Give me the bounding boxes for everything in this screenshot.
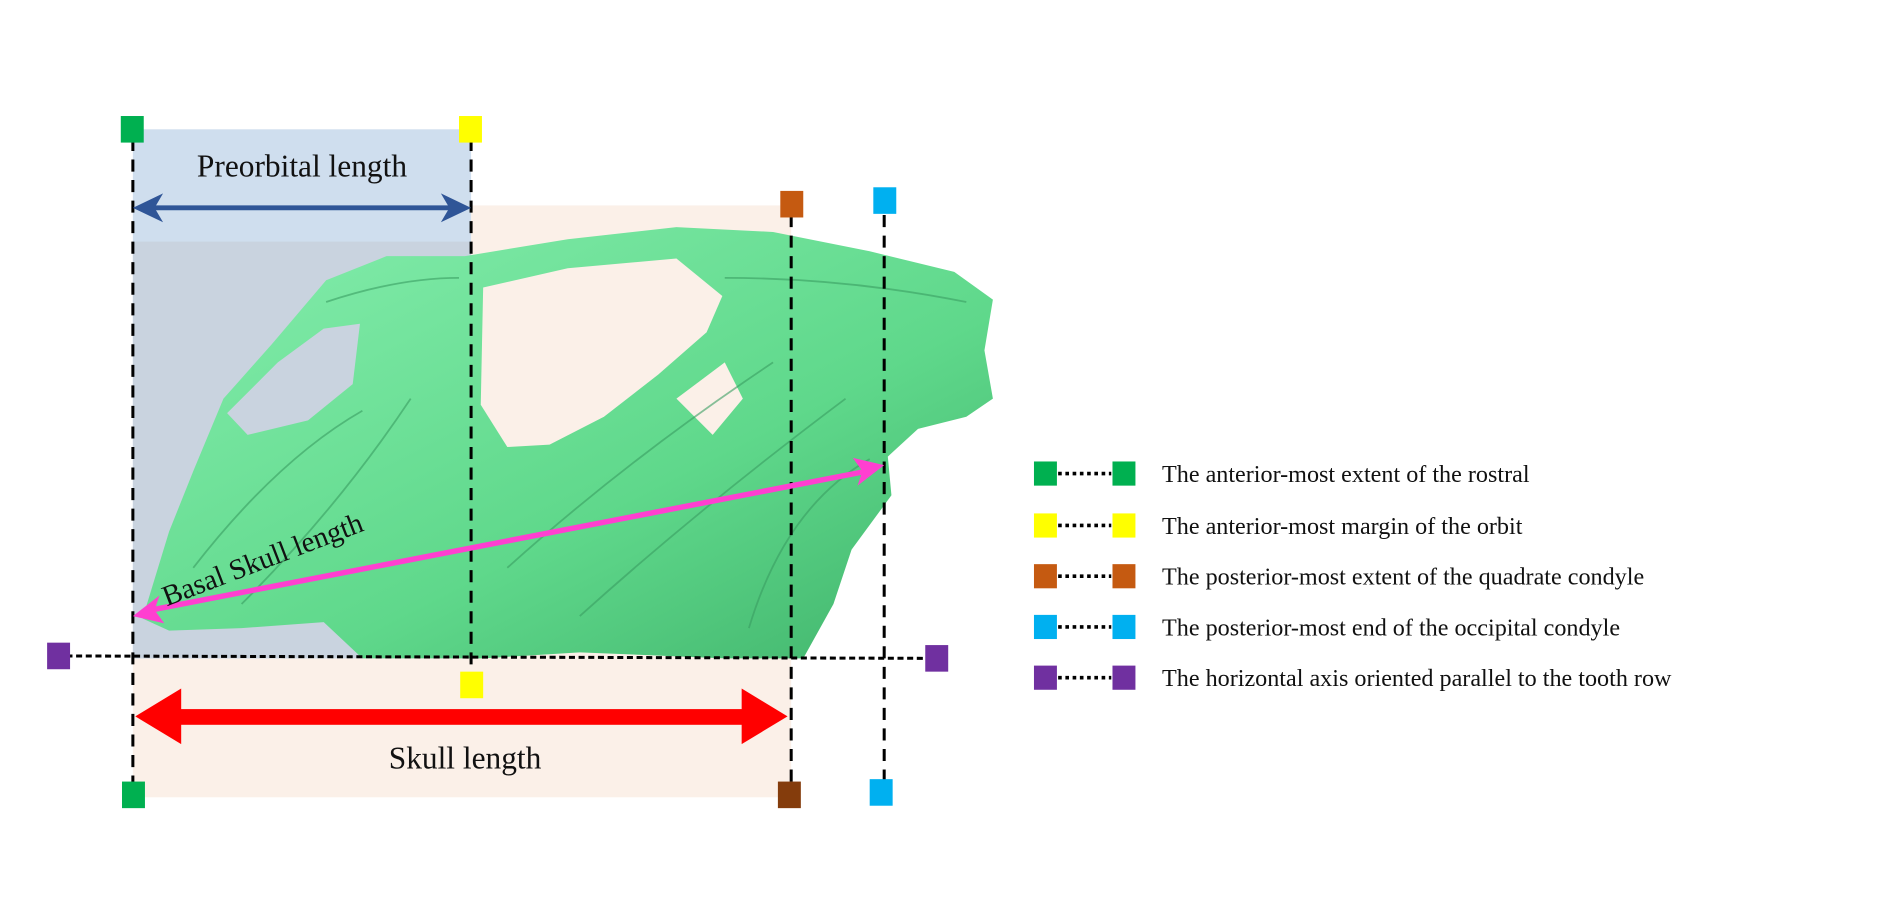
skull-3d-model [142, 227, 993, 659]
legend: The anterior-most extent of the rostralT… [1033, 461, 1672, 692]
legend-text: The posterior-most extent of the quadrat… [1162, 564, 1644, 591]
legend-marker-left [1033, 461, 1057, 486]
legend-item: The anterior-most extent of the rostral [1033, 461, 1530, 488]
legend-text: The anterior-most margin of the orbit [1162, 513, 1523, 540]
preorbital-arrow [132, 193, 472, 223]
legend-item: The posterior-most extent of the quadrat… [1033, 564, 1644, 591]
legend-marker-right [1112, 461, 1136, 486]
preorbital-length-label: Preorbital length [197, 148, 407, 183]
orbit-marker-bottom [460, 671, 484, 699]
legend-item: The posterior-most end of the occipital … [1033, 614, 1620, 641]
legend-marker-left [1033, 564, 1057, 589]
legend-marker-right [1112, 614, 1136, 640]
rostral-marker-bottom [121, 781, 145, 809]
legend-text: The horizontal axis oriented parallel to… [1162, 665, 1672, 692]
axis-marker-left [47, 642, 71, 670]
occipital-marker-top [873, 187, 897, 214]
legend-marker-right [1112, 513, 1136, 538]
skull-length-arrow [135, 688, 788, 745]
quadrate-marker-bottom [777, 781, 801, 809]
legend-text: The anterior-most extent of the rostral [1162, 461, 1530, 488]
axis-marker-right [925, 645, 949, 672]
rostral-marker-top [120, 116, 144, 143]
quadrate-marker-top [780, 190, 804, 218]
legend-item: The anterior-most margin of the orbit [1033, 513, 1523, 540]
skull-length-label: Skull length [389, 740, 542, 775]
legend-marker-right [1112, 665, 1136, 690]
legend-item: The horizontal axis oriented parallel to… [1033, 665, 1672, 692]
legend-marker-left [1033, 513, 1057, 538]
horizontal-axis-line [66, 654, 937, 660]
legend-marker-right [1112, 564, 1136, 589]
basal-skull-length-arrow [132, 457, 885, 624]
legend-marker-left [1033, 614, 1057, 640]
legend-text: The posterior-most end of the occipital … [1162, 614, 1620, 641]
occipital-marker-bottom [869, 779, 893, 806]
orbit-marker-top [459, 116, 482, 143]
legend-marker-left [1033, 665, 1057, 690]
